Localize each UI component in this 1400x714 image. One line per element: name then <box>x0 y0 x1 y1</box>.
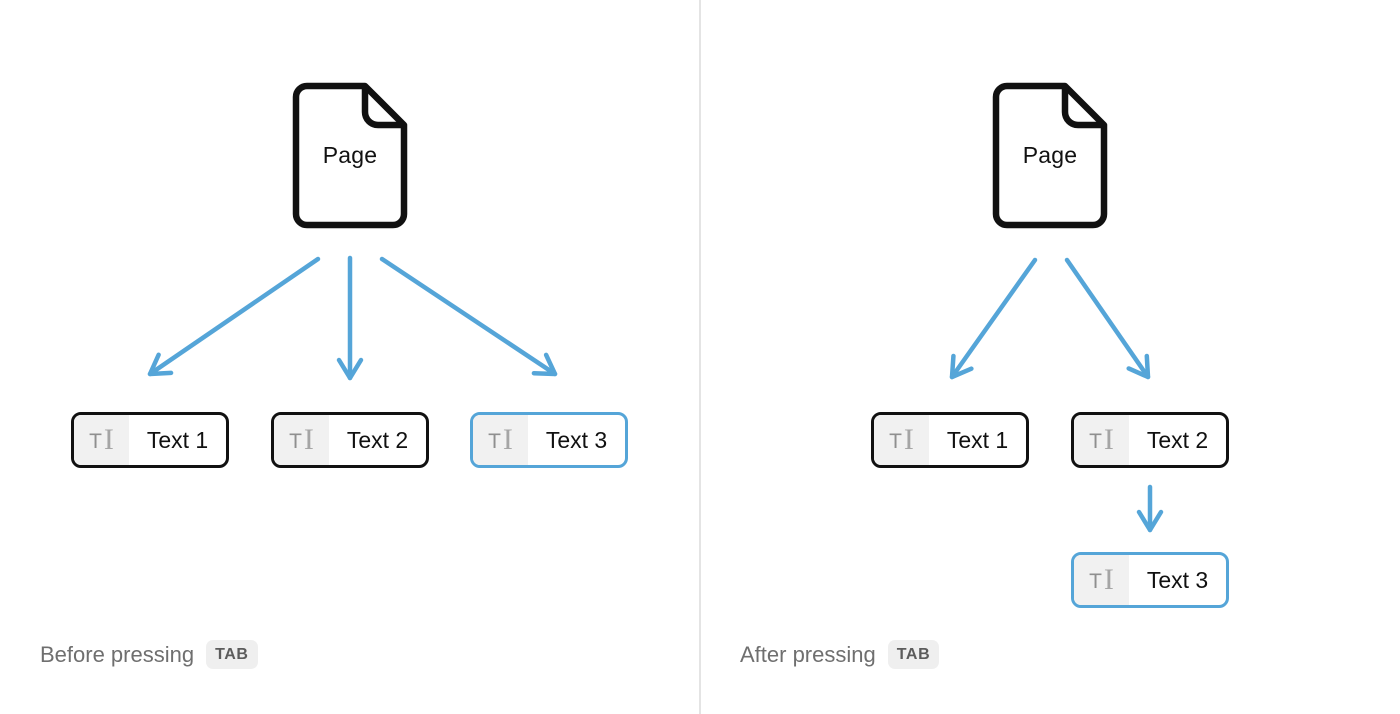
page-icon-graphic <box>992 82 1108 229</box>
block-label: Text 2 <box>1146 426 1209 453</box>
page-document-icon: Page <box>991 82 1109 229</box>
text-icon-t: T <box>289 429 302 453</box>
text-block-1: T I Text 1 <box>871 412 1029 468</box>
text-icon-cursor: I <box>502 423 513 456</box>
block-label: Text 3 <box>545 426 608 453</box>
text-icon-cursor: I <box>1103 423 1114 456</box>
text-icon-cursor: I <box>103 423 114 456</box>
arrow-page-to-text2 <box>1064 257 1151 380</box>
block-label: Text 3 <box>1146 566 1209 593</box>
text-block-3-indented: T I Text 3 <box>1071 552 1229 608</box>
text-icon-t: T <box>89 429 102 453</box>
page-icon-graphic <box>292 82 408 229</box>
block-label: Text 2 <box>346 426 409 453</box>
text-icon-t: T <box>488 429 501 453</box>
text-block-2: T I Text 2 <box>271 412 429 468</box>
text-icon-t: T <box>889 429 902 453</box>
text-icon-t: T <box>1089 429 1102 453</box>
text-block-icon: T I <box>1074 555 1129 605</box>
tab-key-badge: TAB <box>206 640 258 670</box>
text-icon-cursor: I <box>303 423 314 456</box>
text-block-2: T I Text 2 <box>1071 412 1229 468</box>
caption-after: After pressing TAB <box>740 640 940 670</box>
page-document-icon: Page <box>291 82 409 229</box>
page-label: Page <box>322 142 378 168</box>
arrow-page-to-text1 <box>949 257 1038 380</box>
text-icon-t: T <box>1089 569 1102 593</box>
text-block-icon: T I <box>473 415 528 465</box>
page-label: Page <box>1022 142 1078 168</box>
text-block-1: T I Text 1 <box>71 412 229 468</box>
text-block-icon: T I <box>274 415 329 465</box>
text-block-icon: T I <box>1074 415 1129 465</box>
text-block-icon: T I <box>74 415 129 465</box>
text-icon-cursor: I <box>1103 563 1114 596</box>
text-block-icon: T I <box>874 415 929 465</box>
caption-before: Before pressing TAB <box>40 640 258 670</box>
text-icon-cursor: I <box>903 423 914 456</box>
block-label: Text 1 <box>146 426 209 453</box>
arrow-page-to-text1 <box>147 256 321 377</box>
block-label: Text 1 <box>946 426 1009 453</box>
tab-key-badge: TAB <box>887 640 940 670</box>
arrow-page-to-text3 <box>379 256 558 377</box>
text-block-3-selected: T I Text 3 <box>470 412 628 468</box>
caption-text: Before pressing <box>40 641 195 667</box>
caption-text: After pressing <box>740 641 876 667</box>
panel-divider <box>699 0 701 714</box>
